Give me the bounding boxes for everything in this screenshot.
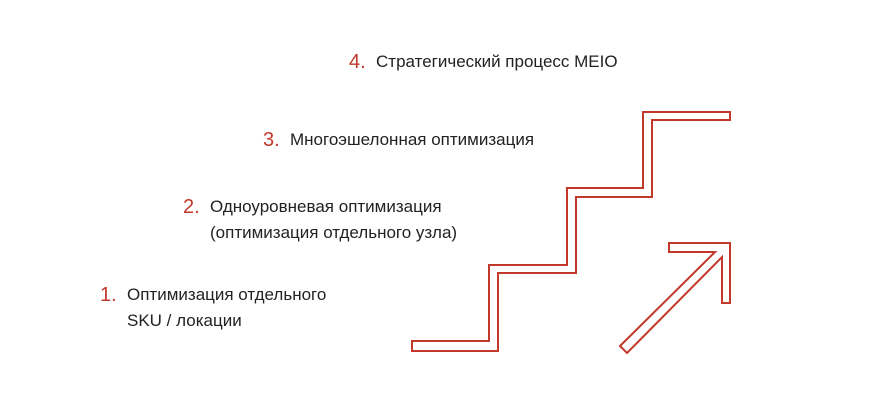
step-number: 3.: [263, 129, 280, 151]
step-3: 3. Многоэшелонная оптимизация: [263, 127, 534, 153]
step-label: Стратегический процесс MEIO: [376, 52, 618, 71]
step-number: 4.: [349, 51, 366, 73]
step-label: Оптимизация отдельного SKU / локации: [127, 285, 327, 330]
step-4: 4. Стратегический процесс MEIO: [349, 49, 618, 75]
step-label: Одноуровневая оптимизация (оптимизация о…: [210, 197, 458, 242]
step-2: 2. Одноуровневая оптимизация (оптимизаци…: [183, 194, 457, 246]
step-number: 1.: [100, 284, 117, 306]
step-1: 1. Оптимизация отдельного SKU / локации: [100, 282, 326, 334]
step-number: 2.: [183, 196, 200, 218]
step-label: Многоэшелонная оптимизация: [290, 130, 535, 149]
arrow-up-right-icon: [618, 242, 731, 355]
staircase-icon: [411, 111, 731, 352]
